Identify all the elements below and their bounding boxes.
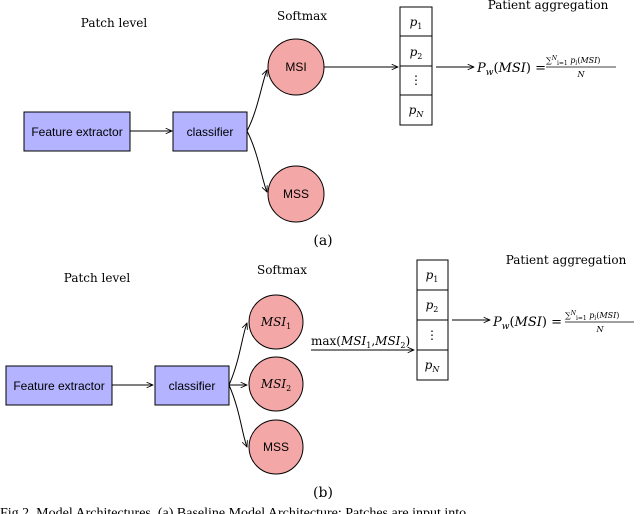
softmax-label-b: Softmax — [257, 263, 307, 277]
arrow-classifier-to-msi1-b — [228, 323, 247, 386]
list-item-b-2: ⋮ — [426, 328, 438, 342]
svg-text:∑Ni=1 pi(MSI): ∑Ni=1 pi(MSI) — [565, 310, 619, 322]
feature-extractor-box-a — [23, 111, 131, 152]
arrow-classifier-to-mss-a — [246, 130, 267, 192]
svg-text:Pw(MSI) =: Pw(MSI) = — [476, 61, 546, 78]
max-label-b: max(MSI1,MSI2) — [311, 334, 410, 350]
msi2-text-b: MSI2 — [260, 377, 291, 393]
classifier-text-a: classifier — [187, 125, 234, 139]
mss-node-a — [267, 165, 325, 223]
diagram-label-b: (b) — [313, 485, 333, 501]
diagram-b: Patch level Softmax Patient aggregation … — [5, 253, 634, 501]
figure-caption: Fig 2. Model Architectures. (a) Baseline… — [0, 506, 466, 514]
svg-text:N: N — [577, 70, 586, 79]
msi2-node-b — [248, 356, 304, 412]
formula-a: Pw(MSI) = ∑Ni=1 pi(MSI) N — [476, 55, 616, 79]
patch-level-label-b: Patch level — [64, 271, 131, 285]
feature-extractor-text-a: Feature extractor — [31, 125, 122, 139]
arrow-classifier-to-mss-b — [228, 384, 247, 447]
svg-text:Pw(MSI) =: Pw(MSI) = — [492, 315, 562, 332]
svg-text:∑Ni=1 pi(MSI): ∑Ni=1 pi(MSI) — [546, 55, 600, 67]
patient-aggregation-label-b: Patient aggregation — [506, 253, 627, 267]
mss-text-a: MSS — [283, 187, 309, 201]
patch-level-label-a: Patch level — [81, 16, 148, 30]
msi1-text-b: MSI1 — [260, 315, 291, 331]
classifier-box-a — [172, 111, 248, 152]
mss-text-b: MSS — [263, 440, 289, 454]
feature-extractor-text-b: Feature extractor — [13, 379, 104, 393]
diagram-label-a: (a) — [313, 233, 332, 249]
softmax-label-a: Softmax — [277, 9, 327, 23]
diagram-a: Patch level Softmax Patient aggregation … — [23, 0, 616, 249]
probability-list-a: p1 p2 ⋮ pN — [399, 6, 433, 126]
svg-text:N: N — [596, 325, 605, 334]
msi-text-a: MSI — [285, 60, 306, 74]
probability-list-b: p1 p2 ⋮ pN — [416, 259, 449, 381]
msi1-node-b — [248, 294, 304, 350]
classifier-text-b: classifier — [169, 379, 216, 393]
mss-node-b — [248, 419, 304, 475]
feature-extractor-box-b — [5, 365, 113, 406]
arrow-classifier-to-msi-a — [246, 70, 267, 132]
list-item-a-2: ⋮ — [410, 73, 422, 87]
patient-aggregation-label-a: Patient aggregation — [488, 0, 609, 12]
formula-b: Pw(MSI) = ∑Ni=1 pi(MSI) N — [492, 310, 634, 334]
